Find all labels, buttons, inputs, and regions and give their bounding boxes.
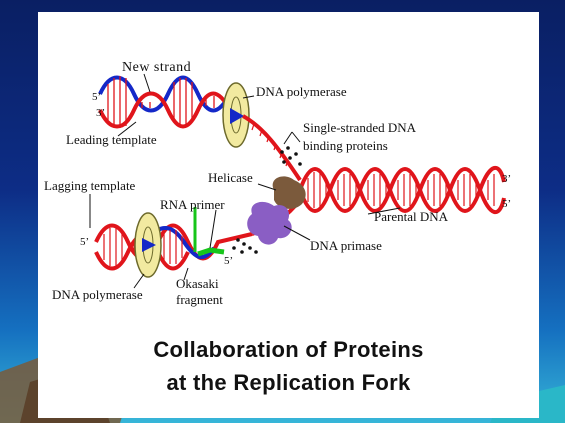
parental-strand-b (298, 167, 506, 214)
label-dna-polymerase-bottom: DNA polymerase (52, 287, 143, 302)
helicase-protein (272, 176, 306, 209)
ssb-protein-dots (232, 146, 302, 254)
caption-line-1: Collaboration of Proteins (153, 337, 424, 362)
label-parental-dna: Parental DNA (374, 209, 449, 224)
leading-new-strand (98, 75, 232, 113)
caption-line-2: at the Replication Fork (166, 370, 411, 395)
label-leading-template: Leading template (66, 132, 157, 147)
label-okazaki-line1: Okasaki (176, 276, 219, 291)
dna-primase-protein (247, 201, 292, 245)
leading-template-strand (98, 91, 244, 129)
end-right-5: 5’ (502, 198, 511, 210)
end-bottom-5-left: 5’ (80, 236, 89, 248)
slide-caption: Collaboration of Proteins at the Replica… (38, 333, 539, 399)
end-bottom-5-mid: 5’ (224, 255, 233, 267)
label-rna-primer: RNA primer (160, 197, 225, 212)
leading-to-fork (242, 114, 302, 182)
replication-fork-diagram: New strand DNA polymerase Leading templa… (44, 60, 511, 307)
label-new-strand: New strand (122, 60, 191, 75)
rna-primer-segment (197, 247, 225, 257)
leader-lines (89, 73, 401, 289)
end-top-3: 3’ (96, 107, 105, 119)
label-lagging-template: Lagging template (44, 178, 136, 193)
lagging-rungs (103, 228, 183, 266)
dna-helix-strands (94, 75, 506, 278)
label-helicase: Helicase (208, 170, 253, 185)
parental-rungs (307, 172, 495, 208)
leading-rungs (107, 76, 215, 128)
label-dna-primase: DNA primase (310, 238, 382, 253)
label-dna-polymerase-top: DNA polymerase (256, 84, 347, 99)
label-okazaki-line2: fragment (176, 292, 223, 307)
label-ssb-line2: binding proteins (303, 138, 388, 153)
parental-strand-a (298, 166, 506, 213)
end-top-5: 5’ (92, 91, 101, 103)
end-right-3: 3’ (502, 173, 511, 185)
label-ssb-line1: Single-stranded DNA (303, 120, 417, 135)
